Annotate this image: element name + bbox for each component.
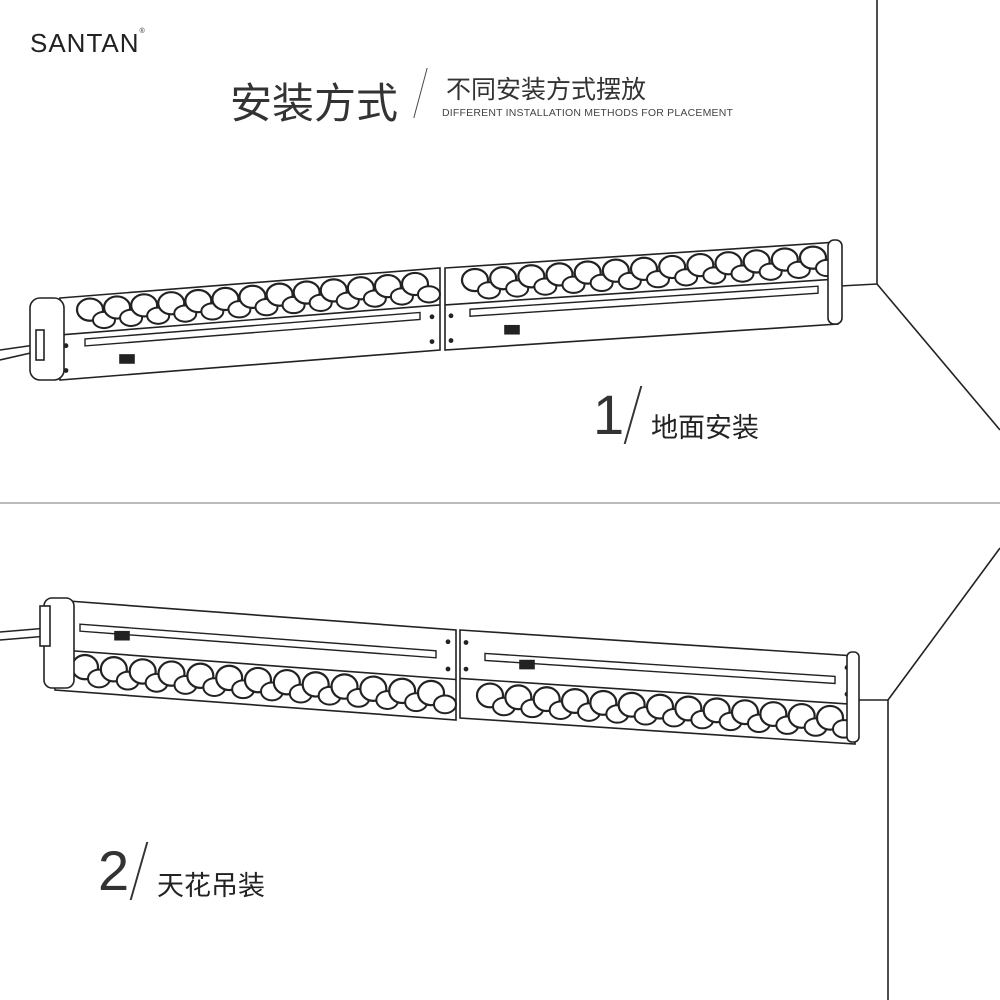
screw-dot [429,314,435,320]
ceiling-light-bar-1 [54,599,457,721]
light-slot [79,623,437,659]
power-socket [35,329,45,361]
screw-dot [463,640,469,645]
floor-light-bar-1 [59,267,441,381]
page-title: 安装方式 [230,79,399,128]
floor-edge-line [876,283,1000,431]
power-cable-top [0,344,36,361]
usb-port [504,324,520,335]
floor-light-bar-2 [444,241,839,351]
method-number-2: 2 [98,839,130,902]
screw-dot [448,338,454,343]
brand-logo: SANTAN® [30,28,146,59]
registered-mark: ® [139,28,146,35]
screw-dot [429,339,435,345]
usb-port [119,354,135,364]
screw-dot [463,666,469,672]
screw-dot [448,313,454,319]
usb-port [519,659,535,670]
method-label-ceiling: 天花吊装 [157,871,265,902]
light-slot [84,311,421,347]
screw-dot [63,343,69,349]
bar-seam [59,304,441,336]
floor-bar-end-cap [29,297,65,381]
bar-seam [54,648,457,681]
method-label-floor: 地面安装 [651,413,759,444]
lens-cup [433,694,457,715]
ceiling-edge-line [887,547,1000,701]
page-subtitle-english: DIFFERENT INSTALLATION METHODS FOR PLACE… [442,107,734,119]
usb-port [114,630,130,641]
floor-bar-end-cap-right [827,239,843,325]
ceiling-light-bar-2 [459,629,856,745]
bar-seam [444,278,839,306]
power-socket [39,605,51,647]
screw-dot [63,368,69,373]
section-divider [0,502,1000,504]
lens-cup [417,285,441,304]
logo-text: SANTAN [30,28,140,58]
screw-dot [445,666,451,672]
screw-dot [445,639,451,645]
method-number-1: 1 [593,383,625,446]
bar-seam [459,677,856,706]
floor-wall-line [839,283,878,287]
ceiling-bar-end-cap-right [846,651,860,743]
light-slot [484,652,836,685]
page-subtitle: 不同安装方式摆放 [446,75,647,104]
light-slot [469,285,819,317]
